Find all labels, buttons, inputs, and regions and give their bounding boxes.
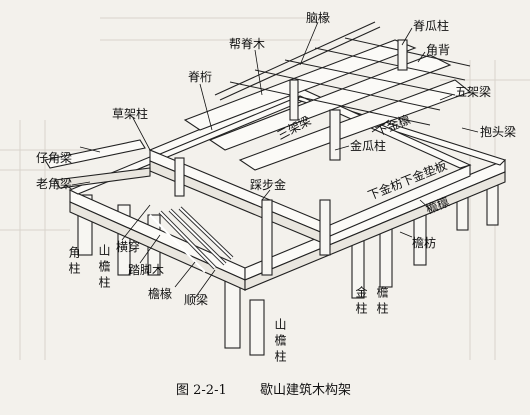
label-bao-tou-liang: 抱头梁 (480, 124, 516, 139)
label-yan-fang: 檐枋 (412, 235, 436, 250)
label-shun-liang: 顺梁 (184, 292, 208, 307)
label-yan-chuan: 檐椽 (148, 287, 172, 301)
label-heng-chuan: 横穿 (116, 239, 140, 254)
label-yan-zhu: 檐柱 (375, 286, 389, 318)
label-jin-zhu: 金柱 (354, 285, 368, 318)
label-zai-jiao-liang: 仔角梁 (36, 150, 72, 165)
column (319, 199, 331, 256)
label-shan-yan-zhu-left: 山檐柱 (97, 244, 111, 292)
caption-title: 歇山建筑木构架 (260, 382, 351, 398)
label-lao-jiao-liang: 老角梁 (36, 176, 72, 191)
label-ta-jiao-mu: 踏脚木 (128, 262, 164, 277)
inner-frame (148, 87, 472, 276)
roof-framing (183, 21, 472, 171)
label-ji-gua-zhu: 脊瓜柱 (413, 18, 449, 33)
label-shan-yan-zhu-front: 山檐柱 (273, 318, 287, 366)
rafters (149, 206, 234, 273)
column (329, 109, 341, 161)
label-jiao-zhu: 角柱 (67, 246, 81, 278)
column (249, 299, 265, 356)
label-bang-ji-mu: 帮脊木 (229, 37, 265, 51)
label-ji-heng: 脊桁 (188, 70, 212, 84)
label-jiao-bei: 角背 (426, 43, 450, 57)
leader-lines (71, 21, 479, 299)
label-cao-jia-zhu: 草架柱 (112, 106, 148, 121)
label-wu-jia-liang: 五架梁 (455, 84, 491, 99)
column (224, 277, 241, 349)
label-jin-gua-zhu: 金瓜柱 (350, 138, 386, 153)
column (174, 157, 185, 197)
column (289, 79, 299, 121)
eave-beams (68, 94, 507, 291)
corner-beams (44, 139, 151, 189)
caption-number: 图 2-2-1 (176, 383, 227, 398)
column (261, 199, 273, 276)
label-cai-bu-jin: 踩步金 (250, 177, 286, 192)
column (397, 39, 408, 71)
label-nao-chuan: 脑椽 (306, 11, 330, 25)
figure-caption: 图 2-2-1 歇山建筑木构架 (176, 382, 351, 398)
timber-frame (44, 21, 507, 356)
